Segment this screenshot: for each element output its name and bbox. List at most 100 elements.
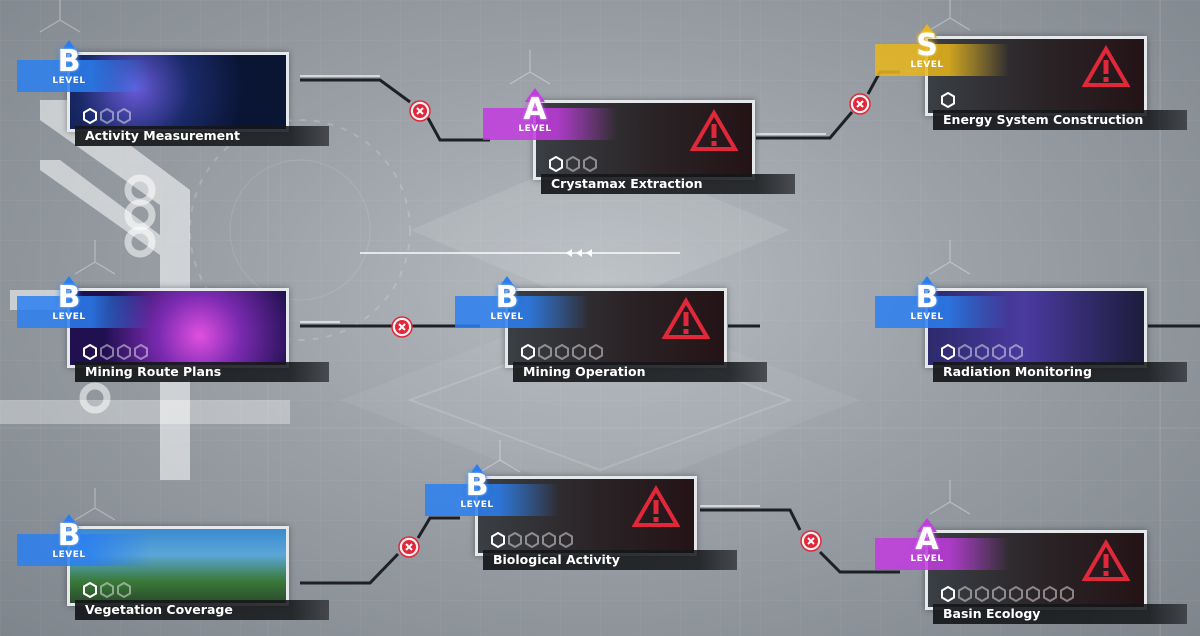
cube-icon bbox=[572, 344, 586, 360]
rank-triangle-icon bbox=[917, 24, 937, 38]
rank-level-label: LEVEL bbox=[52, 550, 86, 560]
rank-glow bbox=[875, 44, 1009, 76]
locked-x-icon bbox=[398, 536, 420, 558]
rank-letter: B bbox=[57, 280, 81, 315]
rank-level-label: LEVEL bbox=[518, 124, 552, 134]
rank-triangle-icon bbox=[59, 514, 79, 528]
rank-triangle-icon bbox=[59, 276, 79, 290]
cube-icon bbox=[1060, 586, 1074, 602]
cube-icon bbox=[559, 532, 573, 548]
cube-icon bbox=[975, 344, 989, 360]
cube-icon bbox=[134, 344, 148, 360]
warning-icon bbox=[1082, 45, 1130, 87]
rank-letter: A bbox=[523, 92, 547, 127]
cube-icon bbox=[525, 532, 539, 548]
rank-glow bbox=[17, 534, 151, 566]
rank-glow bbox=[425, 484, 559, 516]
mission-title: Biological Activity bbox=[483, 550, 737, 570]
rank-glow bbox=[455, 296, 589, 328]
rank-level-label: LEVEL bbox=[490, 312, 524, 322]
cube-icon bbox=[100, 582, 114, 598]
cube-icon bbox=[83, 344, 97, 360]
rank-triangle-icon bbox=[525, 88, 545, 102]
cube-icon bbox=[542, 532, 556, 548]
cube-icon bbox=[941, 92, 955, 108]
mission-title: Vegetation Coverage bbox=[75, 600, 329, 620]
mission-title: Basin Ecology bbox=[933, 604, 1187, 624]
cube-icon bbox=[1009, 586, 1023, 602]
cube-icon bbox=[83, 582, 97, 598]
cube-icon bbox=[958, 586, 972, 602]
cube-icon bbox=[117, 582, 131, 598]
progress-cubes bbox=[83, 344, 148, 362]
lock-node-3[interactable] bbox=[391, 316, 413, 338]
lock-node-4[interactable] bbox=[398, 536, 420, 558]
rank-level-label: LEVEL bbox=[52, 312, 86, 322]
cube-icon bbox=[566, 156, 580, 172]
locked-x-icon bbox=[391, 316, 413, 338]
progress-cubes bbox=[521, 344, 603, 362]
rank-level-label: LEVEL bbox=[52, 76, 86, 86]
rank-glow bbox=[17, 296, 151, 328]
cube-icon bbox=[549, 156, 563, 172]
cube-icon bbox=[992, 344, 1006, 360]
rank-level-label: LEVEL bbox=[460, 500, 494, 510]
cube-icon bbox=[555, 344, 569, 360]
rank-triangle-icon bbox=[917, 518, 937, 532]
progress-cubes bbox=[83, 108, 131, 126]
progress-cubes bbox=[941, 344, 1023, 362]
cube-icon bbox=[83, 108, 97, 124]
progress-cubes bbox=[83, 582, 131, 600]
warning-icon bbox=[662, 297, 710, 339]
rank-letter: A bbox=[915, 522, 939, 557]
cube-icon bbox=[100, 108, 114, 124]
progress-cubes bbox=[941, 92, 955, 110]
cube-icon bbox=[521, 344, 535, 360]
cube-icon bbox=[1043, 586, 1057, 602]
mission-title: Radiation Monitoring bbox=[933, 362, 1187, 382]
cube-icon bbox=[583, 156, 597, 172]
cube-icon bbox=[1026, 586, 1040, 602]
rank-letter: B bbox=[57, 518, 81, 553]
rank-letter: B bbox=[465, 468, 489, 503]
lock-node-5[interactable] bbox=[800, 530, 822, 552]
rank-level-label: LEVEL bbox=[910, 60, 944, 70]
rank-level-label: LEVEL bbox=[910, 312, 944, 322]
warning-icon bbox=[632, 485, 680, 527]
rank-triangle-icon bbox=[59, 40, 79, 54]
rank-triangle-icon bbox=[467, 464, 487, 478]
lock-node-2[interactable] bbox=[849, 93, 871, 115]
cube-icon bbox=[117, 344, 131, 360]
cube-icon bbox=[941, 586, 955, 602]
cube-icon bbox=[538, 344, 552, 360]
cube-icon bbox=[992, 586, 1006, 602]
lock-node-1[interactable] bbox=[409, 100, 431, 122]
cube-icon bbox=[508, 532, 522, 548]
mission-thumbnail bbox=[505, 288, 727, 368]
cube-icon bbox=[975, 586, 989, 602]
cube-icon bbox=[100, 344, 114, 360]
rank-letter: S bbox=[916, 28, 938, 63]
rank-glow bbox=[875, 296, 1009, 328]
rank-letter: B bbox=[57, 44, 81, 79]
locked-x-icon bbox=[849, 93, 871, 115]
cube-icon bbox=[1009, 344, 1023, 360]
cube-icon bbox=[958, 344, 972, 360]
cube-icon bbox=[117, 108, 131, 124]
rank-triangle-icon bbox=[497, 276, 517, 290]
